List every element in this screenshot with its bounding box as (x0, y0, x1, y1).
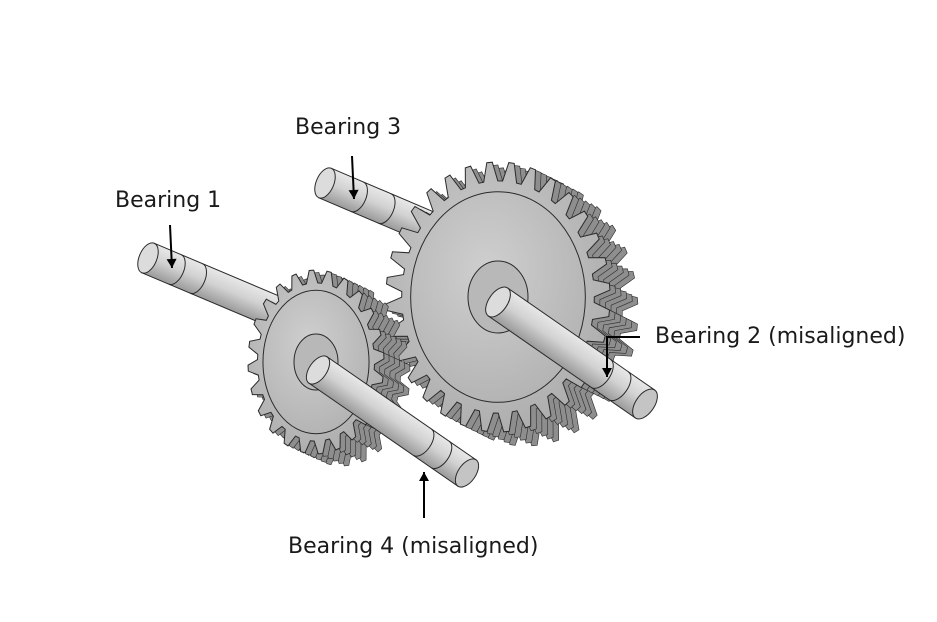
lower-shaft-front-end-cap (454, 458, 480, 488)
bearing-1-arrow-head (166, 258, 177, 268)
lower-shaft-front-ring (412, 428, 435, 457)
lower-shaft-rear-ring (168, 254, 186, 286)
arrows-layer (166, 155, 640, 518)
gears-layer (247, 161, 639, 467)
upper-shaft-front-ring (608, 371, 632, 402)
bearing-3-arrow (348, 155, 359, 200)
upper-shaft-front-end-cap (632, 388, 658, 420)
upper-shaft-rear-ring (378, 193, 396, 225)
lower-shaft-front-start-cap (305, 355, 331, 385)
bearing-2-arrow (602, 336, 612, 377)
small-gear-web-ring (262, 289, 370, 435)
back-shaft-layer (137, 167, 451, 334)
bearing-2-label: Bearing 2 (misaligned) (655, 324, 906, 349)
lower-shaft-rear-ring (189, 263, 207, 295)
bearing-1-arrow (166, 224, 177, 269)
bearing-2-arrow-head (602, 368, 612, 377)
bearing-4-label: Bearing 4 (misaligned) (288, 534, 539, 559)
upper-shaft-front-ring (590, 359, 614, 389)
lower-shaft-front (305, 355, 480, 488)
bearing-1-label: Bearing 1 (115, 188, 222, 213)
bearing-4-arrow (419, 472, 429, 518)
upper-shaft-rear-start-cap (314, 167, 336, 199)
lower-shaft-front-ring (430, 440, 453, 470)
front-shaft-layer (305, 286, 658, 488)
bearing-3-arrow-head (348, 189, 359, 199)
upper-shaft-front (485, 286, 658, 420)
upper-shaft-front-start-cap (485, 286, 511, 318)
large-gear-web-ring (410, 191, 586, 403)
bearing-3-label: Bearing 3 (295, 115, 402, 140)
bearing-4-arrow-head (419, 472, 429, 481)
